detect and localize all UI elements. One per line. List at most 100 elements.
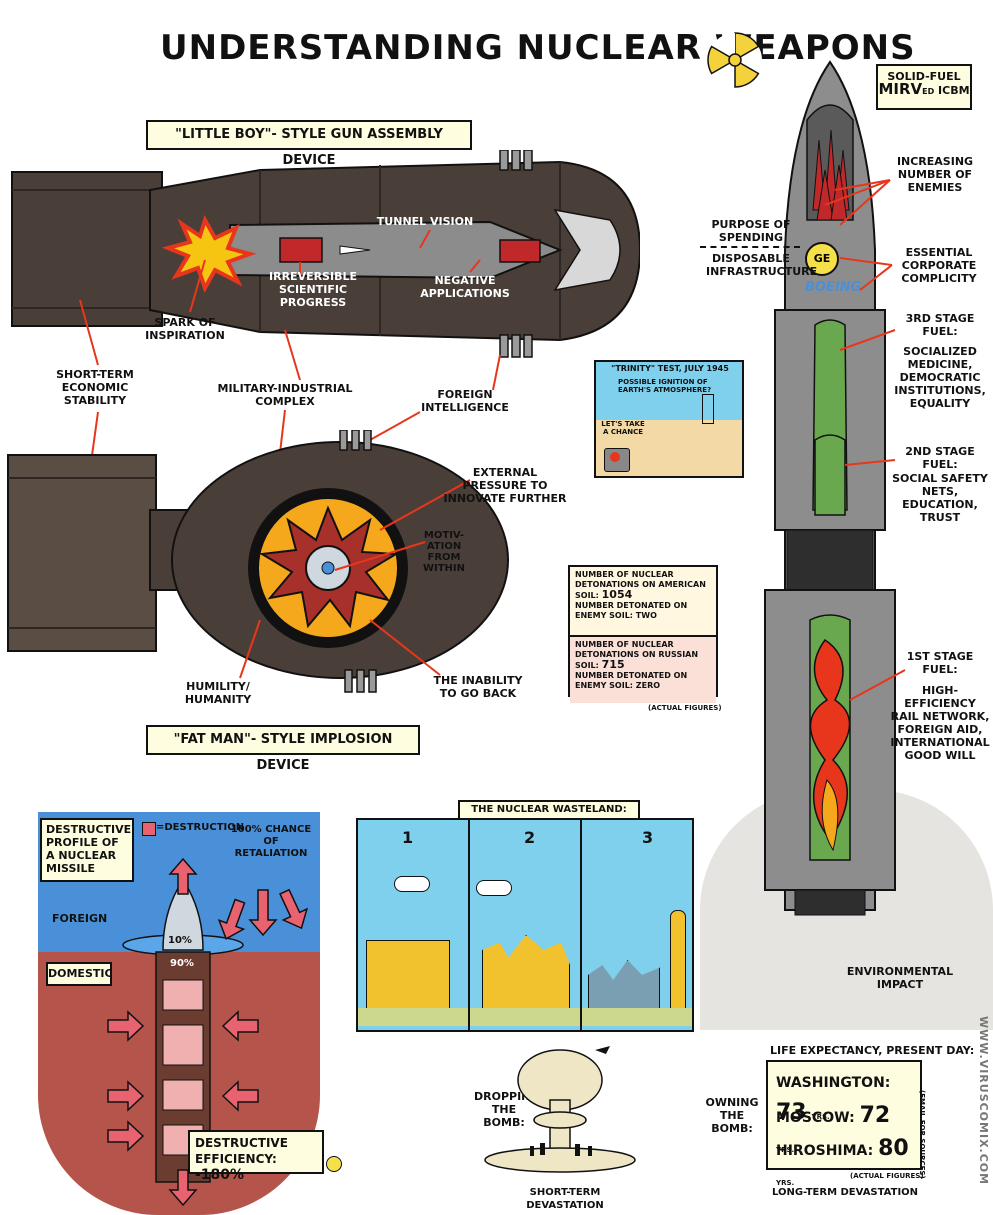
foreign-label: Foreign bbox=[52, 912, 108, 925]
efficiency-box: Destructive efficiency: -180% bbox=[188, 1130, 324, 1183]
second-stage-body: Social safety nets, education, trust bbox=[892, 472, 988, 524]
trinity-ignition: Possible ignition of Earth's atmosphere? bbox=[618, 378, 712, 394]
domestic-label: Domestic bbox=[46, 962, 113, 986]
ru-label: Number of nuclear detonations on Russian… bbox=[575, 640, 699, 670]
fat-man-header: "Fat Man"- style implosion device bbox=[146, 725, 420, 773]
irreversible-progress-label: Irreversible scientific progress bbox=[269, 270, 357, 309]
city-value: 72 bbox=[859, 1103, 891, 1128]
us-enemy-label: Number detonated on enemy soil: bbox=[575, 601, 688, 620]
efficiency-label: Destructive efficiency: bbox=[195, 1136, 288, 1166]
first-stage-body: High-efficiency rail network, foreign ai… bbox=[890, 684, 990, 762]
wasteland-panels: 1 2 3 bbox=[356, 818, 694, 1032]
pct-90: 90% bbox=[170, 958, 194, 969]
first-stage-title: 1st stage fuel: bbox=[906, 650, 974, 676]
icbm-suffix: ICBM bbox=[934, 84, 970, 97]
sad-face-icon bbox=[326, 1156, 342, 1172]
humility-label: Humility/ Humanity bbox=[184, 680, 252, 706]
city-value: 73 bbox=[776, 1100, 807, 1125]
third-stage-title: 3rd stage fuel: bbox=[905, 312, 975, 338]
ru-value: 715 bbox=[601, 658, 625, 671]
page-title: Understanding Nuclear Weapons bbox=[160, 28, 916, 68]
second-stage-title: 2nd stage fuel: bbox=[905, 445, 975, 471]
ge-logo: GE bbox=[805, 242, 839, 276]
spark-label: Spark of inspiration bbox=[145, 316, 225, 342]
actual-figures: (Actual figures) bbox=[850, 1172, 924, 1180]
foreign-intel-label: Foreign intelligence bbox=[421, 388, 509, 414]
purpose-label: Purpose of spending bbox=[711, 218, 791, 244]
panel-number: 2 bbox=[524, 828, 536, 847]
disposable-label: Disposable infrastructure bbox=[706, 252, 818, 278]
city-unit: yrs. bbox=[776, 1179, 795, 1187]
detonation-stats: Number of nuclear detonations on America… bbox=[568, 565, 718, 703]
life-expectancy-title: Life expectancy, present day: bbox=[770, 1044, 975, 1057]
tunnel-vision-label: Tunnel Vision bbox=[376, 215, 474, 228]
us-value: 1054 bbox=[601, 588, 633, 601]
ru-enemy-label: Number detonated on enemy soil: bbox=[575, 671, 688, 690]
destruction-legend: =Destruction bbox=[156, 822, 245, 833]
city-unit: yrs. bbox=[776, 1146, 795, 1154]
panel-number: 1 bbox=[402, 828, 414, 847]
pct-10: 10% bbox=[168, 935, 192, 946]
icbm-header: Solid-fuel MIRVed ICBM bbox=[876, 64, 972, 110]
inability-label: The inability to go back bbox=[433, 674, 523, 700]
ruined-buildings bbox=[588, 960, 660, 1010]
motivation-label: Motiv-ation from within bbox=[422, 530, 466, 574]
city-name: Washington: bbox=[776, 1075, 891, 1091]
cloud-icon bbox=[476, 880, 512, 896]
efficiency-value: -180% bbox=[195, 1167, 245, 1183]
icbm-mirv: MIRV bbox=[878, 80, 923, 98]
icbm-ed: ed bbox=[922, 87, 935, 96]
profile-missile bbox=[107, 857, 309, 1207]
city-row: Hiroshima: 80 yrs. bbox=[776, 1134, 912, 1187]
missile-icon bbox=[670, 910, 686, 1010]
damaged-buildings bbox=[482, 935, 570, 1010]
trinity-caption: "Trinity" test, July 1945 bbox=[611, 364, 729, 373]
icbm-header-1: Solid-fuel bbox=[887, 70, 961, 83]
wasteland-title: The nuclear wasteland: bbox=[458, 800, 640, 820]
mushroom-cloud bbox=[484, 1046, 636, 1173]
city-name: Moscow: bbox=[776, 1110, 855, 1126]
retaliation-label: 100% chance of retaliation bbox=[230, 824, 312, 859]
spending-divider bbox=[700, 246, 800, 248]
environmental-label: Environmental impact bbox=[846, 965, 954, 991]
little-boy-header: "Little Boy"- style gun assembly device bbox=[146, 120, 472, 168]
profile-title: Destructive profile of a nuclear missile bbox=[40, 818, 134, 882]
little-boy-bomb bbox=[11, 150, 640, 358]
military-label: Military-industrial complex bbox=[217, 382, 353, 408]
city-value: 80 bbox=[878, 1136, 909, 1161]
enemies-label: Increasing number of enemies bbox=[896, 155, 974, 194]
wasteland-panel-1: 1 bbox=[358, 820, 468, 1030]
external-pressure-label: External pressure to innovate further bbox=[443, 466, 567, 505]
owning-label: Owning the bomb: bbox=[705, 1096, 759, 1135]
short-term-label: Short-term economic stability bbox=[56, 368, 134, 407]
detonations-note: (Actual figures) bbox=[648, 704, 722, 712]
trinity-panel: "Trinity" test, July 1945 Possible ignit… bbox=[594, 360, 744, 478]
us-label: Number of nuclear detonations on America… bbox=[575, 570, 706, 600]
email-sources: (Email for sources) bbox=[918, 1090, 926, 1179]
long-term-devastation: Long-term devastation bbox=[771, 1187, 919, 1198]
credit: WWW.VIRUSCOMIX.COM bbox=[977, 1016, 990, 1186]
corporate-label: Essential corporate complicity bbox=[901, 246, 977, 285]
tower-icon bbox=[702, 394, 714, 424]
cloud-icon bbox=[394, 876, 430, 892]
red-button-icon bbox=[610, 452, 620, 462]
city-row: Moscow: 72 yrs. bbox=[776, 1101, 912, 1154]
short-term-devastation: Short-term devastation bbox=[526, 1187, 604, 1211]
negative-applications-label: Negative applications bbox=[420, 274, 510, 300]
third-stage-body: Socialized medicine, democratic institut… bbox=[894, 345, 986, 410]
wasteland-panel-2: 2 bbox=[470, 820, 580, 1030]
city-buildings bbox=[366, 940, 450, 1010]
fat-man-bomb bbox=[7, 430, 509, 693]
life-expectancy-box: Washington: 73 yrs. Moscow: 72 yrs. Hiro… bbox=[766, 1060, 922, 1187]
city-unit: yrs. bbox=[811, 1113, 830, 1121]
ru-enemy-value: Zero bbox=[635, 681, 661, 690]
city-row: Washington: 73 yrs. bbox=[776, 1068, 912, 1125]
radiation-icon bbox=[707, 32, 762, 88]
destruction-swatch bbox=[142, 822, 156, 836]
city-name: Hiroshima: bbox=[776, 1143, 874, 1159]
panel-number: 3 bbox=[642, 828, 654, 847]
trinity-chance: Let's take a chance bbox=[601, 420, 645, 436]
wasteland-panel-3: 3 bbox=[582, 820, 692, 1030]
boeing-logo: BOEING bbox=[805, 280, 862, 295]
